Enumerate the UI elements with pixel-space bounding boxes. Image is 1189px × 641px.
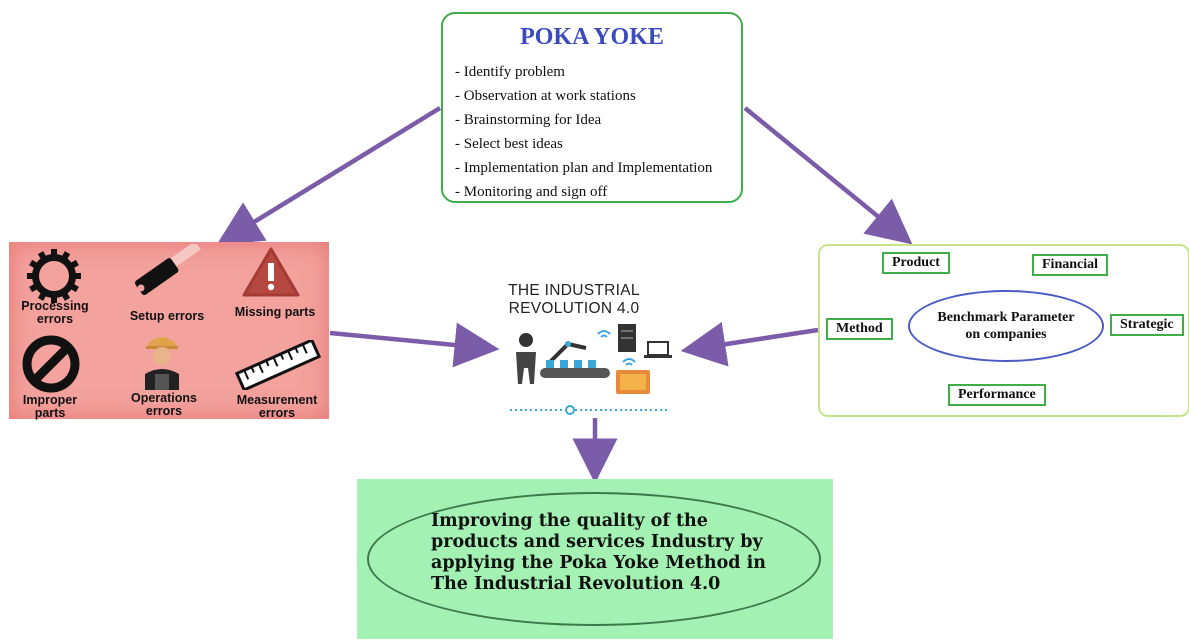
param-method: Method: [826, 318, 893, 340]
result-ellipse: [367, 492, 821, 626]
conveyor-icon: [540, 368, 610, 378]
poka-yoke-step: Monitoring and sign off: [455, 180, 712, 204]
benchmark-center-ellipse: Benchmark Parameter on companies: [908, 290, 1104, 362]
poka-yoke-steps: Identify problem Observation at work sta…: [455, 60, 713, 204]
prohibited-icon: [22, 335, 80, 393]
poka-yoke-box: POKA YOKE Identify problem Observation a…: [441, 12, 743, 203]
poka-yoke-step: Brainstorming for Idea: [455, 108, 712, 132]
gear-icon: [27, 249, 81, 303]
benchmark-center-label: Benchmark Parameter on companies: [937, 310, 1075, 342]
poka-yoke-step: Implementation plan and Implementation: [455, 156, 713, 180]
benchmark-panel: Product Financial Method Strategic Perfo…: [818, 244, 1189, 417]
arrow-poka-to-errors: [216, 106, 442, 246]
error-types-panel: Processing errors Setup errors Missing p…: [9, 242, 329, 420]
industrial-title-line2: REVOLUTION 4.0: [508, 300, 640, 317]
param-financial: Financial: [1032, 254, 1109, 276]
industrial-title-line1: THE INDUSTRIAL: [508, 282, 640, 299]
arrow-benchmark-to-industrial: [680, 321, 819, 367]
poka-yoke-title: POKA YOKE: [520, 24, 664, 50]
industrial-revolution-title: THE INDUSTRIAL REVOLUTION 4.0: [488, 282, 660, 318]
wifi-icon: [597, 330, 636, 366]
error-label-operations: Operations errors: [131, 391, 197, 418]
result-text: Improving the quality of the products an…: [431, 511, 766, 594]
warning-icon: [242, 247, 300, 297]
result-box: Improving the quality of the products an…: [357, 479, 833, 639]
param-performance: Performance: [948, 384, 1046, 406]
param-strategic: Strategic: [1110, 314, 1184, 336]
worker-body-icon: [516, 352, 536, 384]
worker-head-icon: [519, 333, 533, 347]
tool-icon: [134, 244, 201, 295]
laptop-icon: [647, 341, 669, 356]
error-label-measurement: Measurement errors: [236, 393, 318, 420]
param-product: Product: [882, 252, 950, 274]
industry-4-illustration: [510, 324, 672, 415]
worker-icon: [145, 337, 179, 390]
poka-yoke-step: Identify problem: [455, 60, 712, 84]
error-label-setup: Setup errors: [129, 309, 205, 323]
ruler-icon: [234, 340, 322, 390]
arrow-poka-to-benchmark: [743, 106, 913, 245]
poka-yoke-step: Observation at work stations: [455, 84, 712, 108]
error-label-improper: Improper parts: [22, 393, 78, 420]
arrow-errors-to-industrial: [329, 322, 500, 368]
error-label-processing: Processing errors: [21, 299, 89, 326]
poka-yoke-step: Select best ideas: [455, 132, 712, 156]
error-label-missing: Missing parts: [234, 305, 316, 319]
